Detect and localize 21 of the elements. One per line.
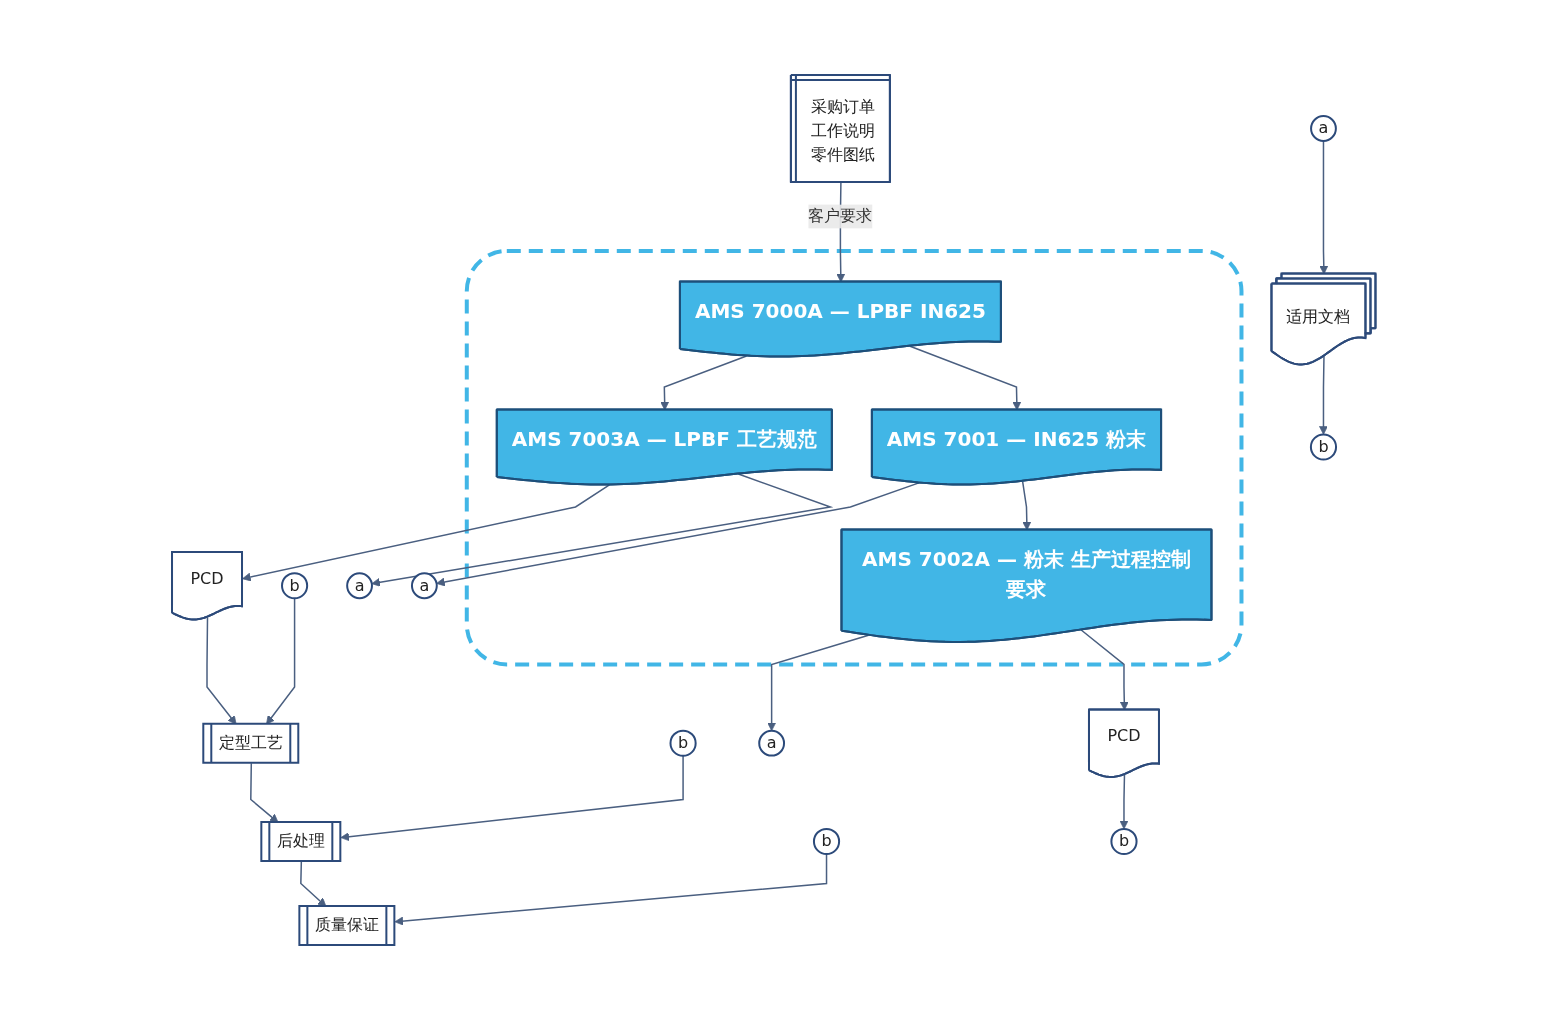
node-circle: a <box>345 571 373 599</box>
arrow <box>909 344 1021 410</box>
cluster <box>464 248 1244 666</box>
node-circle: b <box>1110 827 1138 855</box>
node-circle: b <box>812 827 840 855</box>
arrow <box>394 852 828 925</box>
arrow <box>241 483 610 581</box>
arrow <box>660 354 747 410</box>
arrow <box>1319 139 1328 274</box>
arrow <box>340 754 684 841</box>
arrow <box>371 472 834 587</box>
arrow <box>767 633 869 731</box>
node-circle: a <box>758 729 785 757</box>
arrow <box>1318 355 1328 435</box>
node-circle: a <box>1309 114 1337 142</box>
edge-label: 客户要求 <box>808 206 873 226</box>
node-circle: b <box>669 729 697 757</box>
node-circle: a <box>410 571 438 599</box>
node-circle: b <box>280 571 308 599</box>
arrow <box>1119 773 1129 829</box>
node-circle: b <box>1309 432 1337 461</box>
